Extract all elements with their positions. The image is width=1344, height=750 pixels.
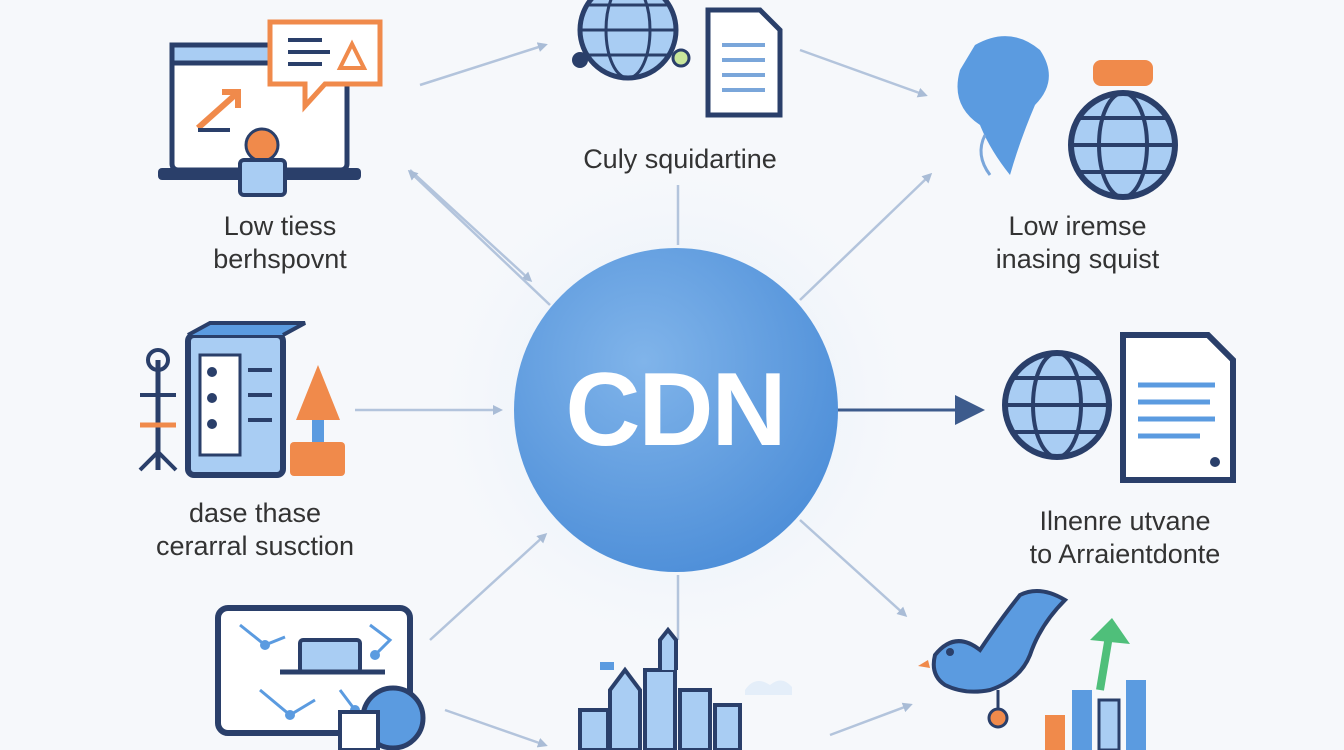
label-line: to Arraientdonte [1029,539,1221,569]
globe-webpage-icon [1002,332,1236,483]
bird-growth-chart-icon [918,589,1146,750]
cdn-hub-circle [514,248,838,572]
label-middle-right: Ilnenre utvane to Arraientdonte [1000,505,1250,571]
label-line: Low iremse [1008,211,1147,241]
label-line: berhspovnt [213,244,347,274]
arrow-bottom-left-bottom-center [444,708,548,748]
connector-arrows [355,42,933,748]
arrow-top-left-top-center [419,42,548,87]
label-middle-left: dase thase cerarral susction [125,497,385,563]
city-skyline-icon [578,626,792,750]
arrow-hub-top-right [799,172,933,301]
label-line: dase thase [188,498,322,528]
label-line: Low tiess [223,211,337,241]
label-top-right: Low iremse inasing squist [970,210,1185,276]
globe-document-icon [572,0,783,118]
network-map-icon [215,605,426,750]
server-rack-icon [138,321,345,478]
laptop-chat-icon [158,19,383,197]
label-top-center: Culy squidartine [560,143,800,176]
world-globe-icon [957,36,1178,200]
arrow-top-center-top-right [799,48,928,98]
cdn-hub-label: CDN [565,351,786,468]
label-line: Ilnenre utvane [1039,506,1211,536]
arrow-hub-top-left [407,169,551,306]
label-line: inasing squist [995,244,1160,274]
label-line: Culy squidartine [583,144,777,174]
arrow-hub-bottom-right [799,519,908,618]
label-line: cerarral susction [155,531,355,561]
arrow-bottom-center-bottom-right [829,702,913,737]
label-top-left: Low tiess berhspovnt [200,210,360,276]
arrow-top-left-hub [409,169,533,283]
arrow-bottom-left-hub [429,532,548,641]
